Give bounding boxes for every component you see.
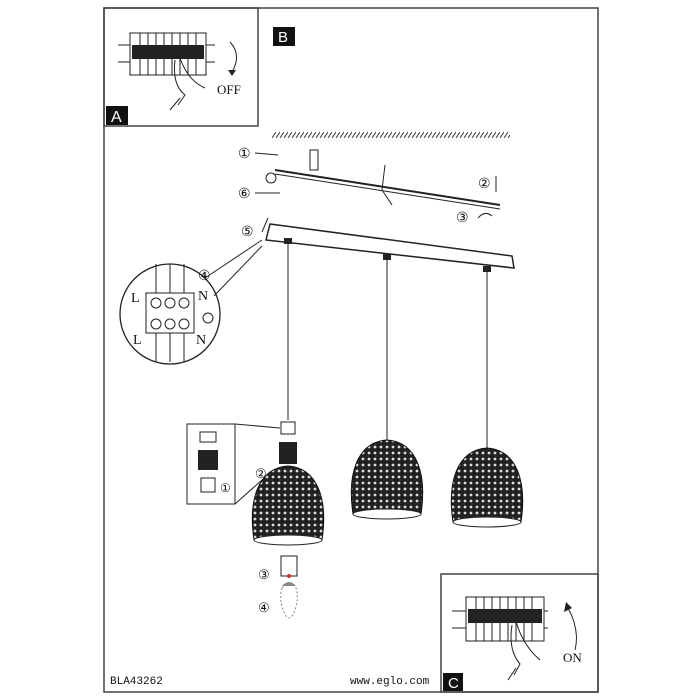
breaker-box-icon (118, 32, 215, 76)
shade-step-2: ② (255, 466, 267, 481)
ground-icon (202, 312, 214, 324)
wire-l-bottom: L (133, 333, 142, 348)
step-4-label: ④ (198, 269, 211, 284)
step-6-label: ⑥ (238, 187, 251, 202)
panel-a-switch-off: OFF A (103, 7, 259, 127)
step-2-label: ② (478, 177, 491, 192)
wire-l-top: L (131, 291, 140, 306)
panel-b-label: B (278, 29, 288, 46)
hand-icon (169, 51, 206, 111)
on-label: ON (563, 650, 582, 665)
lamp-shade-3 (450, 447, 524, 523)
socket-step-1: ① (220, 481, 231, 495)
bulb-step-3: ③ (258, 567, 270, 582)
canopy-bar (265, 223, 515, 269)
screw-anchor-icon (309, 149, 319, 171)
bulb-icon (280, 583, 298, 619)
rotate-arrow-icon (567, 607, 577, 651)
hand-icon (507, 617, 541, 681)
step-3-label: ③ (456, 211, 469, 226)
rotate-arrow-icon (229, 41, 237, 73)
socket-icon (279, 442, 297, 464)
lamp-holder-ring (280, 555, 298, 577)
panel-b-badge (273, 27, 295, 46)
wire-n-top: N (198, 289, 208, 304)
panel-c-switch-on: ON C (440, 573, 599, 693)
model-number: BLA43262 (110, 676, 163, 688)
wire-n-bottom: N (196, 333, 206, 348)
off-label: OFF (217, 82, 241, 97)
wiring-terminal-detail: L N L N ④ (119, 239, 263, 365)
panel-a-label: A (111, 109, 122, 126)
mounting-bracket (265, 149, 501, 210)
bulb-step-4: ④ (258, 600, 270, 615)
step-1-label: ① (238, 147, 251, 162)
website-text: www.eglo.com (350, 676, 430, 688)
socket-detail: ① (186, 423, 281, 505)
socket-ring (280, 421, 296, 435)
page-frame (103, 7, 599, 693)
step-5-label: ⑤ (241, 225, 254, 240)
lamp-shade-2 (350, 439, 424, 515)
panel-c-label: C (448, 675, 459, 692)
ceiling (272, 132, 510, 138)
cable (381, 164, 393, 206)
